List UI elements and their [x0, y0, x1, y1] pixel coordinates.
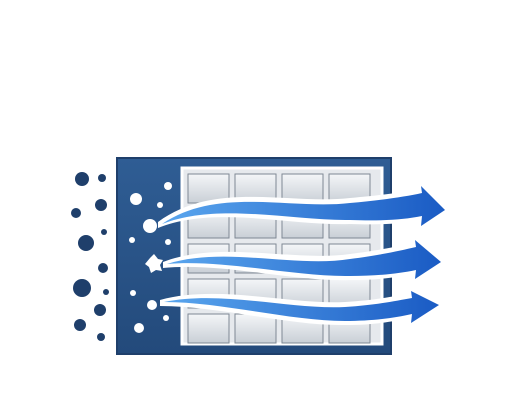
trapped-particle: [164, 182, 172, 190]
particle-dot: [73, 279, 91, 297]
airflow-arrow-top: [158, 178, 452, 232]
particle-dot: [101, 229, 107, 235]
airflow-arrows: [158, 178, 452, 330]
outside-particle-dots: [71, 172, 109, 341]
trapped-particle: [130, 290, 136, 296]
airflow-arrow-middle-body: [167, 240, 441, 279]
particle-dot: [75, 172, 89, 186]
airflow-arrow-bottom: [160, 283, 446, 330]
trapped-particle: [134, 323, 144, 333]
particle-dot: [94, 304, 106, 316]
mesh-cell: [187, 173, 230, 204]
trapped-particle: [157, 202, 163, 208]
trapped-particle: [129, 237, 135, 243]
mesh-cell: [187, 313, 230, 344]
inside-particle-dots: [129, 182, 172, 333]
particle-dot: [103, 289, 109, 295]
particle-dot: [97, 333, 105, 341]
mesh-cell: [234, 313, 277, 344]
trapped-particle: [147, 300, 157, 310]
particle-dot: [95, 199, 107, 211]
trapped-particle: [130, 193, 142, 205]
trapped-particle: [165, 239, 171, 245]
airflow-arrow-top-body: [162, 186, 445, 226]
particle-dot: [74, 319, 86, 331]
trapped-particle: [143, 219, 157, 233]
trapped-particle: [145, 254, 163, 273]
particle-dot: [98, 263, 108, 273]
trapped-particle: [163, 315, 169, 321]
airflow-arrow-bottom-body: [164, 291, 439, 323]
particle-dot: [78, 235, 94, 251]
particle-dot: [98, 174, 106, 182]
particle-dot: [71, 208, 81, 218]
airflow-arrow-middle: [163, 232, 448, 286]
